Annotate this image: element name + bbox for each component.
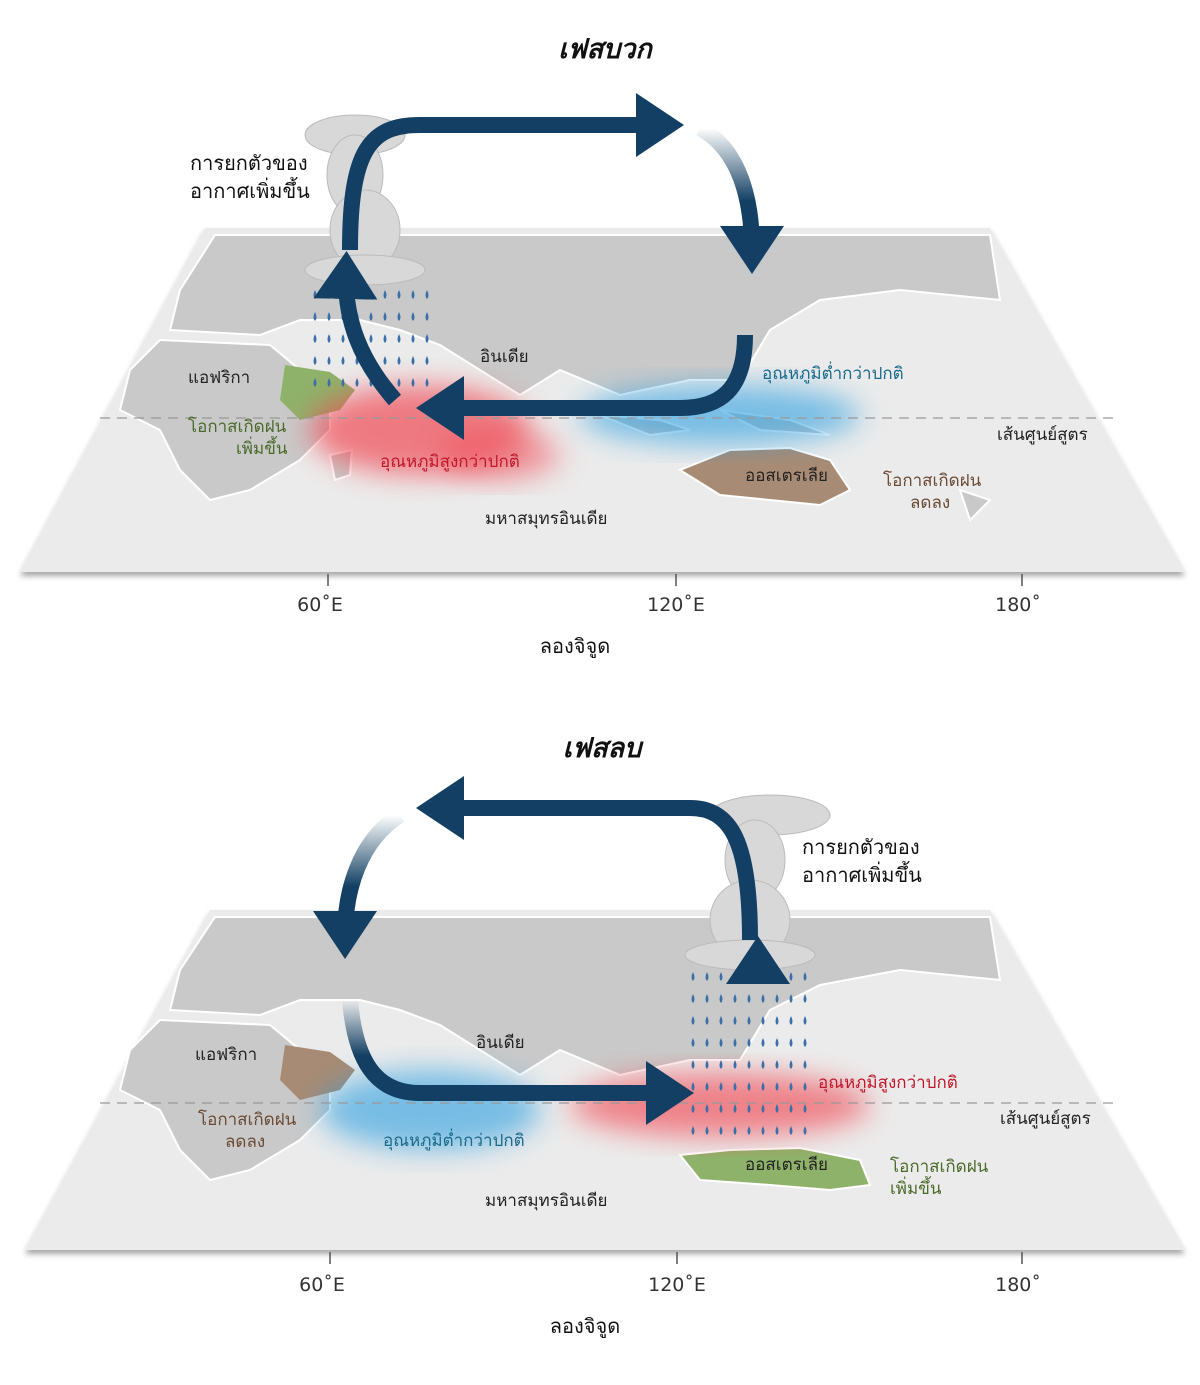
descending-arrow <box>313 808 405 959</box>
tick-label: 120˚E <box>648 1274 706 1296</box>
west-rain-label: ลดลง <box>225 1132 265 1152</box>
east-rain-label: โอกาสเกิดฝน <box>883 470 982 491</box>
east-rain-label: ลดลง <box>910 493 950 513</box>
australia-label: ออสเตรเลีย <box>745 1155 828 1175</box>
circulation-arrows <box>313 93 784 440</box>
warm-anomaly-tail <box>440 430 560 480</box>
circulation-arrows <box>313 776 790 1125</box>
ascending-arrow <box>313 251 402 406</box>
india-label: อินเดีย <box>476 1033 525 1053</box>
cool-temp-label: อุณหภูมิต่ำกว่าปกติ <box>383 1128 525 1151</box>
africa-label: แอฟริกา <box>195 1045 257 1065</box>
east-rain-label: เพิ่มขึ้น <box>890 1176 942 1199</box>
tick-label: 180˚ <box>995 594 1041 616</box>
tick-label: 60˚E <box>299 1274 345 1296</box>
positive-phase-panel: เฟสบวก การยกตัวของ อากาศเพิ่มขึ้น แอฟริก… <box>20 34 1185 659</box>
africa-label: แอฟริกา <box>188 368 250 388</box>
rising-air-label: การยกตัวของ <box>190 151 308 175</box>
rising-air-label: การยกตัวของ <box>802 835 920 859</box>
australia-wet-land <box>678 1146 872 1192</box>
tick-label: 120˚E <box>647 594 705 616</box>
axis-ticks <box>327 574 1023 586</box>
upper-westward-arrow <box>416 776 758 941</box>
ocean-label: มหาสมุทรอินเดีย <box>485 1191 608 1211</box>
axis-label: ลองจิจูด <box>540 634 610 659</box>
west-rain-label: โอกาสเกิดฝน <box>198 1109 297 1130</box>
surface-eastward-arrow <box>342 999 694 1125</box>
rising-air-label: อากาศเพิ่มขึ้น <box>190 177 310 203</box>
axis-ticks <box>329 1252 1023 1264</box>
west-rain-label: เพิ่มขึ้น <box>236 436 288 459</box>
rising-air-label: อากาศเพิ่มขึ้น <box>802 861 922 887</box>
land-masses <box>118 916 1002 1192</box>
tick-label: 60˚E <box>297 594 343 616</box>
east-africa-dry-region <box>280 1045 355 1100</box>
warm-temp-label: อุณหภูมิสูงกว่าปกติ <box>380 452 520 472</box>
cool-temp-label: อุณหภูมิต่ำกว่าปกติ <box>762 361 904 384</box>
panel-title: เฟสลบ <box>563 733 644 764</box>
australia-label: ออสเตรเลีย <box>745 466 828 486</box>
warm-temp-label: อุณหภูมิสูงกว่าปกติ <box>818 1073 958 1093</box>
tick-label: 180˚ <box>995 1274 1041 1296</box>
panel-title: เฟสบวก <box>558 34 653 65</box>
descending-arrow <box>695 120 784 274</box>
negative-phase-panel: เฟสลบ การยกตัวของ อากาศเพิ่มขึ้น แอฟริกา… <box>25 733 1185 1339</box>
rain-drops <box>305 282 430 397</box>
east-rain-label: โอกาสเกิดฝน <box>890 1156 989 1177</box>
surface-westward-arrow <box>416 334 753 440</box>
equator-label: เส้นศูนย์สูตร <box>1000 1109 1091 1129</box>
india-label: อินเดีย <box>480 347 529 367</box>
upper-eastward-arrow <box>342 93 684 251</box>
equator-label: เส้นศูนย์สูตร <box>997 425 1088 445</box>
axis-label: ลองจิจูด <box>550 1314 620 1339</box>
ocean-label: มหาสมุทรอินเดีย <box>485 509 608 529</box>
west-rain-label: โอกาสเกิดฝน <box>188 416 287 437</box>
australia-dry-land <box>677 446 852 507</box>
